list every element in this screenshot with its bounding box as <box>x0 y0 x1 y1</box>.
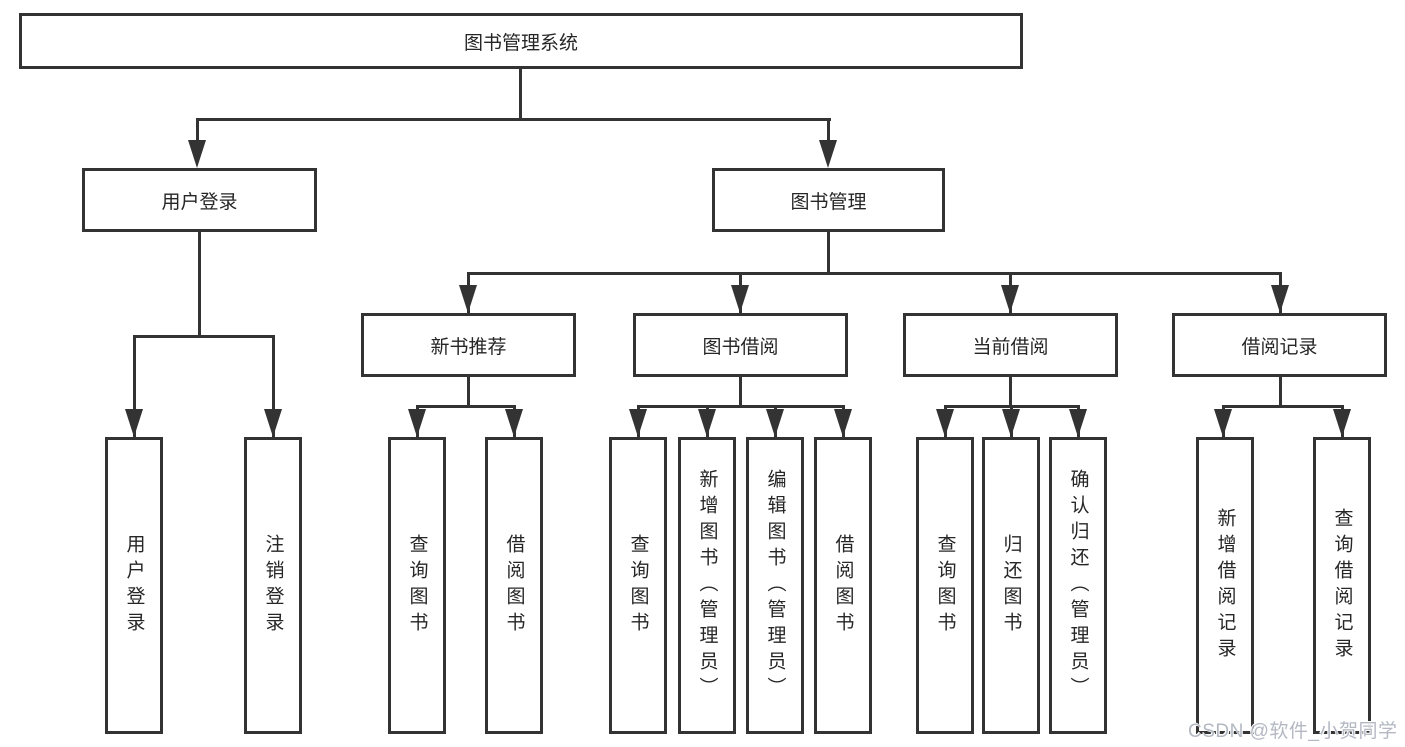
node-label: 用户登录 <box>123 533 145 638</box>
arrow-down-icon <box>1001 285 1019 313</box>
leaf-logout: 注销登录 <box>244 437 302 734</box>
connector-line <box>197 118 831 121</box>
csdn-watermark: CSDN @软件_小贺同学 <box>1188 721 1398 742</box>
node-label: 新书推荐 <box>430 336 507 358</box>
node-user-login: 用户登录 <box>82 168 317 232</box>
arrow-down-icon <box>936 409 954 437</box>
arrow-down-icon <box>1271 285 1289 313</box>
arrow-down-icon <box>1002 409 1020 437</box>
leaf-add-book-admin: 新增图书（管理员） <box>678 437 736 734</box>
node-root: 图书管理系统 <box>19 13 1023 69</box>
node-label: 归还图书 <box>1000 533 1022 638</box>
arrow-down-icon <box>505 409 523 437</box>
node-label: 图书管理系统 <box>463 32 578 54</box>
connector-line <box>827 232 830 272</box>
node-label: 注销登录 <box>262 533 284 638</box>
connector-line <box>1223 405 1343 408</box>
leaf-add-borrow-record: 新增借阅记录 <box>1196 437 1254 734</box>
connector-line <box>134 335 274 338</box>
arrow-down-icon <box>731 285 749 313</box>
connector-line <box>467 377 470 407</box>
node-book-borrow: 图书借阅 <box>633 313 848 377</box>
arrow-down-icon <box>459 285 477 313</box>
arrow-down-icon <box>1214 409 1232 437</box>
leaf-query-books-recommend: 查询图书 <box>388 437 446 734</box>
arrow-down-icon <box>1333 409 1351 437</box>
node-book-management: 图书管理 <box>712 168 945 232</box>
connector-line <box>1009 377 1012 407</box>
leaf-user-login: 用户登录 <box>105 437 163 734</box>
node-label: 确认归还（管理员） <box>1067 468 1089 703</box>
node-label: 查询借阅记录 <box>1331 507 1353 664</box>
connector-line <box>739 377 742 407</box>
connector-line <box>198 232 201 335</box>
arrow-down-icon <box>264 409 282 437</box>
leaf-query-borrow-record: 查询借阅记录 <box>1313 437 1371 734</box>
connector-line <box>196 118 199 145</box>
node-label: 借阅图书 <box>503 533 525 638</box>
arrow-down-icon <box>629 409 647 437</box>
node-label: 查询图书 <box>406 533 428 638</box>
arrow-down-icon <box>408 409 426 437</box>
connector-line <box>638 405 844 408</box>
node-label: 借阅图书 <box>832 533 854 638</box>
node-label: 查询图书 <box>934 533 956 638</box>
node-current-borrow: 当前借阅 <box>903 313 1118 377</box>
leaf-confirm-return-admin: 确认归还（管理员） <box>1049 437 1107 734</box>
leaf-borrow-books-recommend: 借阅图书 <box>485 437 543 734</box>
leaf-query-books-current: 查询图书 <box>916 437 974 734</box>
node-label: 新增图书（管理员） <box>696 468 718 703</box>
node-label: 查询图书 <box>627 533 649 638</box>
leaf-edit-book-admin: 编辑图书（管理员） <box>746 437 804 734</box>
node-label: 新增借阅记录 <box>1214 507 1236 664</box>
leaf-borrow-books-borrow: 借阅图书 <box>814 437 872 734</box>
leaf-query-books-borrow: 查询图书 <box>609 437 667 734</box>
node-label: 编辑图书（管理员） <box>764 468 786 703</box>
connector-line <box>1279 377 1282 407</box>
leaf-return-books: 归还图书 <box>982 437 1040 734</box>
node-label: 当前借阅 <box>972 336 1049 358</box>
connector-line <box>417 405 515 408</box>
arrow-down-icon <box>819 140 837 168</box>
arrow-down-icon <box>766 409 784 437</box>
connector-line <box>468 272 1281 275</box>
arrow-down-icon <box>125 409 143 437</box>
connector-line <box>272 335 275 437</box>
arrow-down-icon <box>698 409 716 437</box>
connector-line <box>519 69 522 118</box>
arrow-down-icon <box>834 409 852 437</box>
node-label: 图书借阅 <box>702 336 779 358</box>
node-new-book-recommend: 新书推荐 <box>361 313 576 377</box>
arrow-down-icon <box>1069 409 1087 437</box>
node-label: 用户登录 <box>161 191 238 213</box>
arrow-down-icon <box>188 140 206 168</box>
connector-line <box>827 118 830 145</box>
node-label: 借阅记录 <box>1241 336 1318 358</box>
node-label: 图书管理 <box>790 191 867 213</box>
connector-line <box>133 335 136 437</box>
node-borrow-records: 借阅记录 <box>1172 313 1387 377</box>
